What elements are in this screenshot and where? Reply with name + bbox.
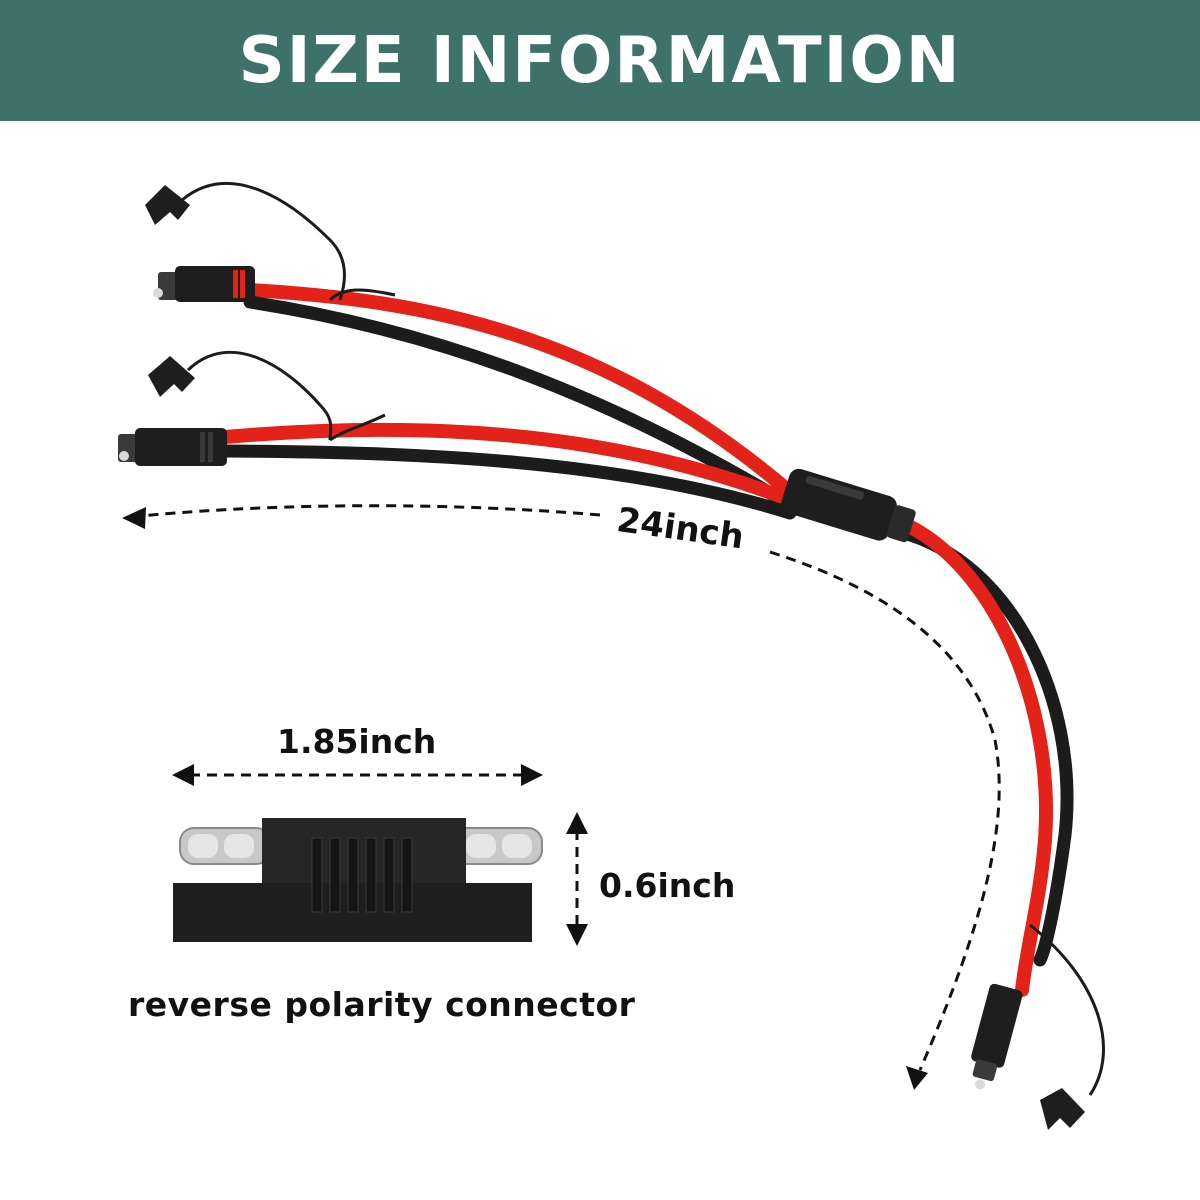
trunk-red-wire	[893, 515, 1053, 997]
connector-caption: reverse polarity connector	[128, 985, 636, 1024]
sae-connector-top	[153, 266, 255, 302]
connector-width-label: 1.85inch	[277, 722, 437, 761]
upper-branch-black-wire	[243, 295, 797, 512]
sae-connector-middle	[118, 428, 227, 466]
upper-branch-red-wire	[243, 283, 797, 499]
splitter-junction	[781, 468, 916, 543]
dust-cap-bottom	[1029, 923, 1105, 1130]
height-dimension-arrow	[566, 812, 588, 946]
width-dimension-arrow	[172, 764, 543, 786]
page-title: SIZE INFORMATION	[238, 23, 962, 98]
y-splitter-cable	[118, 181, 1105, 1130]
dust-cap-top	[145, 181, 396, 302]
lower-branch-black-wire	[218, 444, 797, 520]
lower-branch-red-wire	[218, 422, 797, 507]
header-banner: SIZE INFORMATION	[0, 0, 1200, 121]
length-dimension-line	[122, 504, 1001, 1090]
reverse-polarity-connector	[173, 818, 543, 942]
dust-cap-middle	[148, 350, 386, 442]
sae-connector-bottom	[971, 983, 1023, 1090]
connector-height-label: 0.6inch	[599, 866, 736, 905]
